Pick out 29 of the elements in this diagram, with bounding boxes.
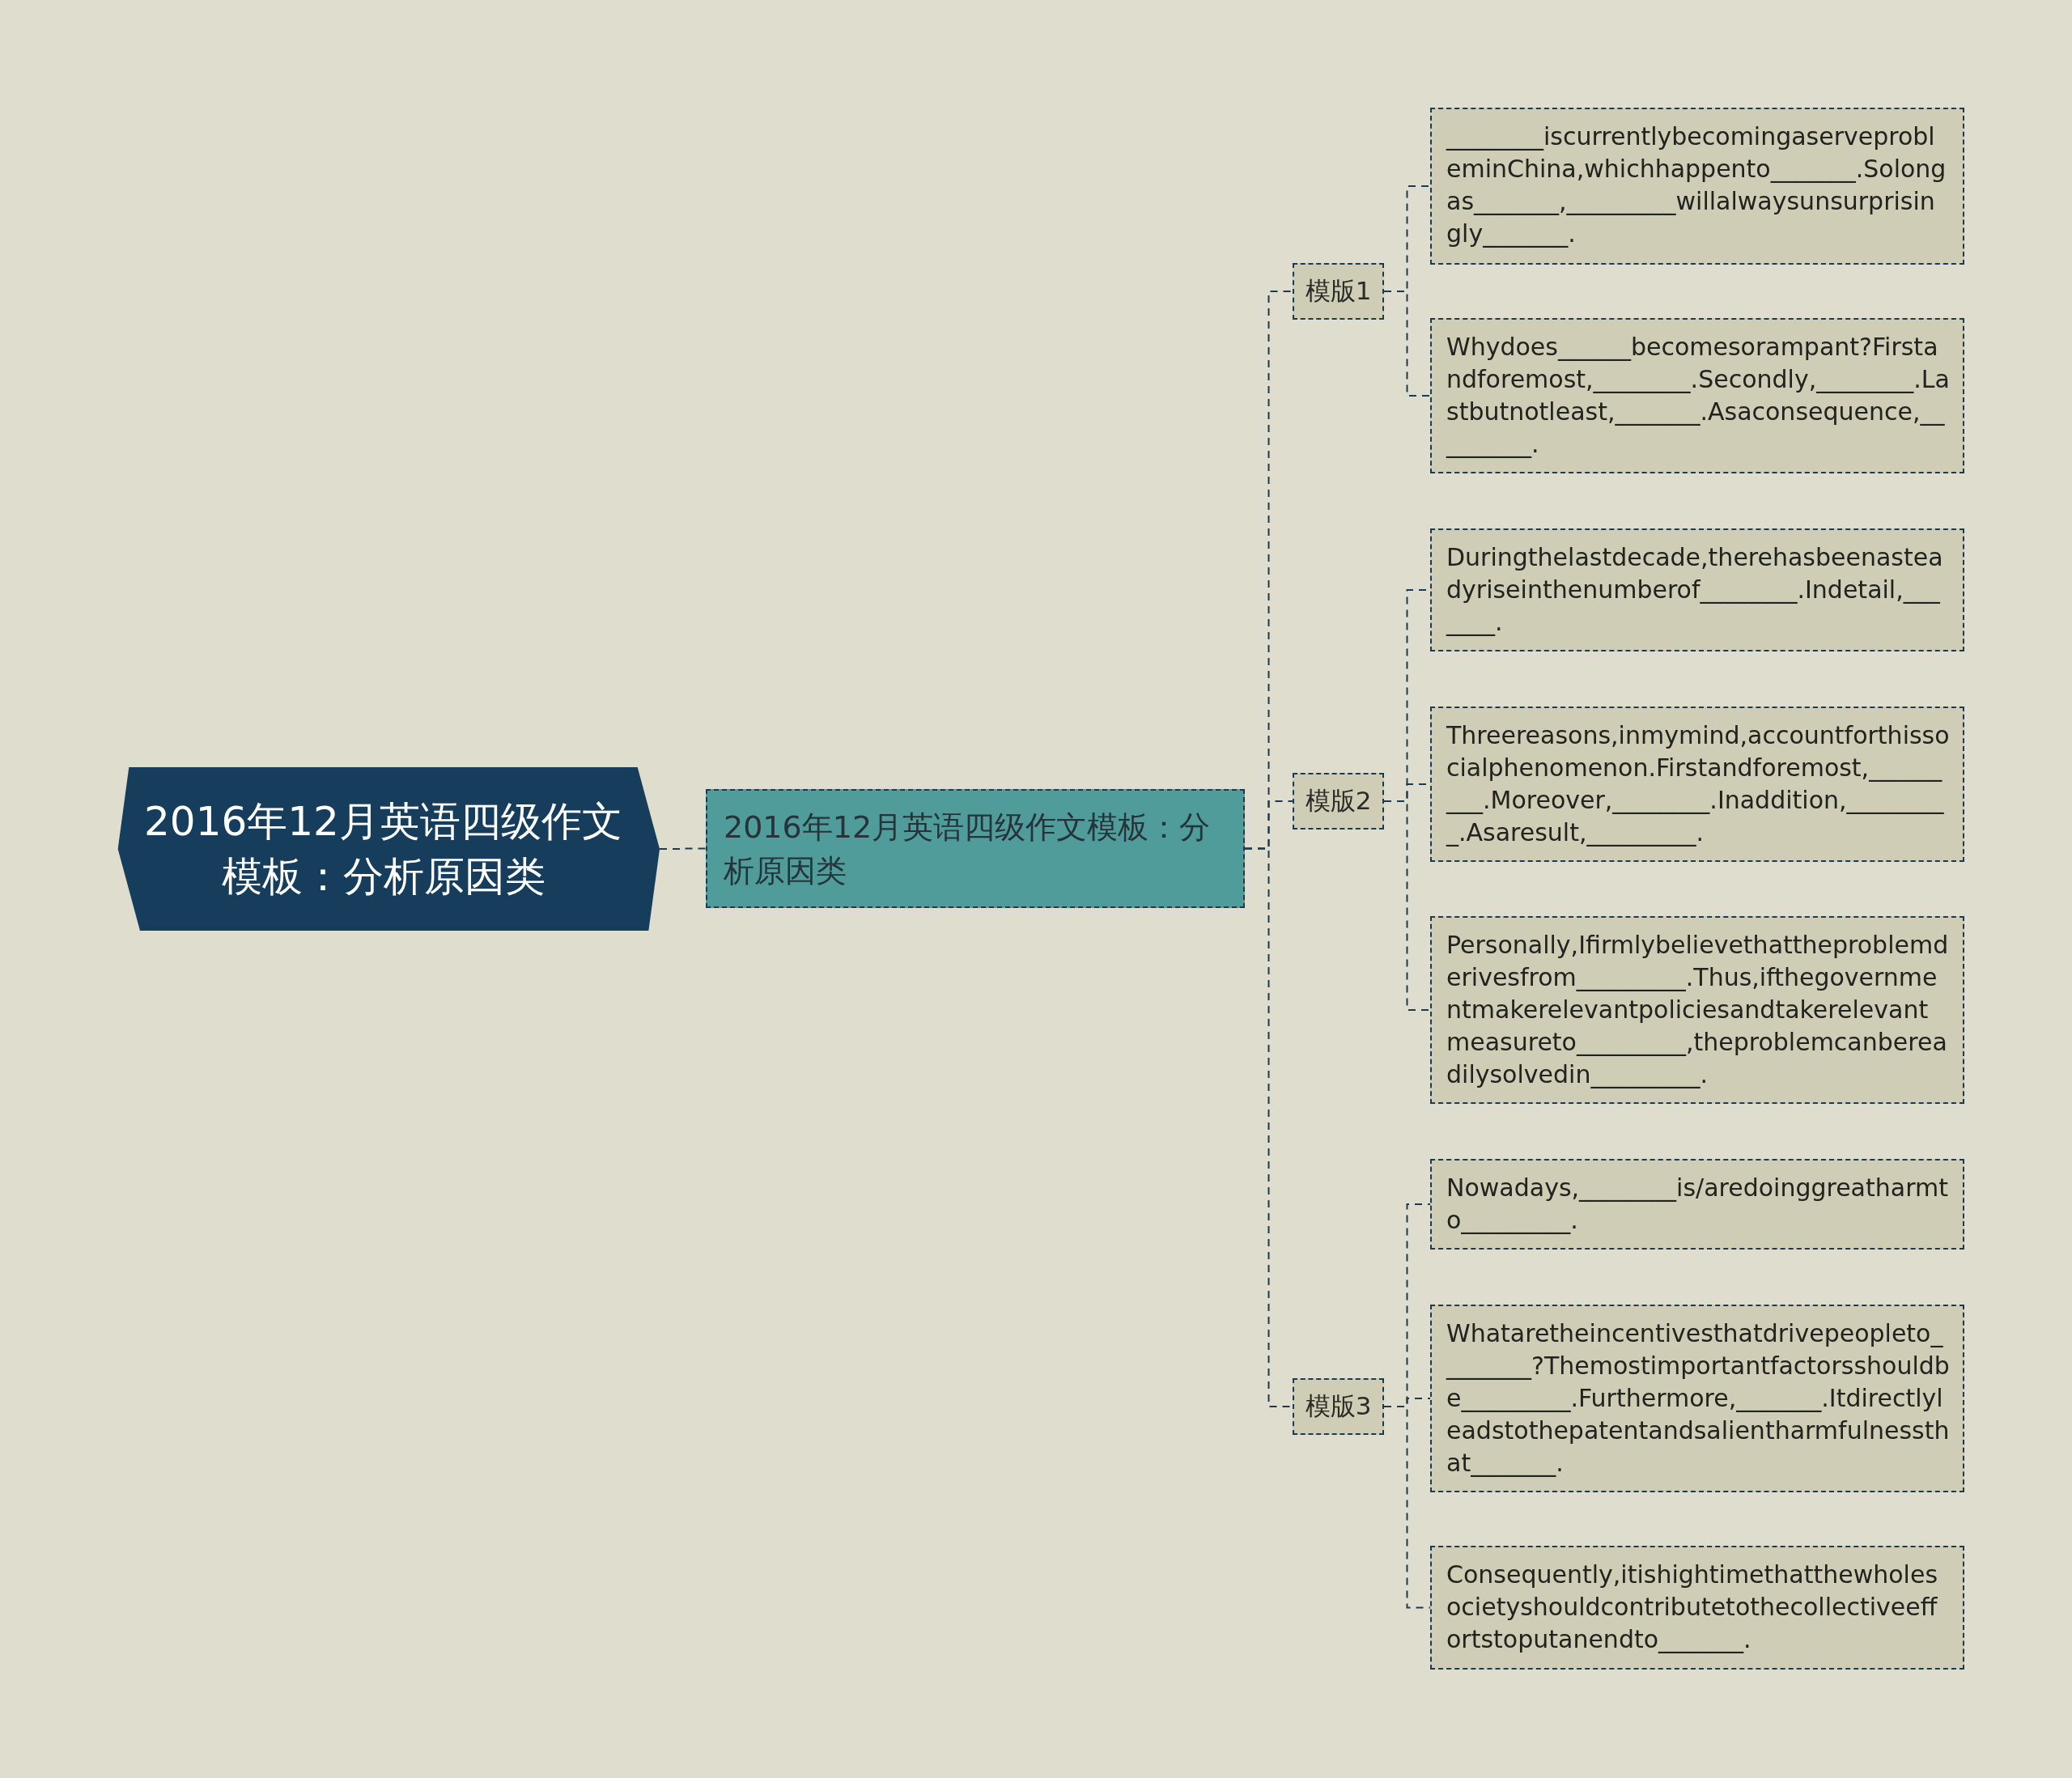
- branch-box: [1293, 263, 1384, 320]
- root-title: 2016年12月英语四级作文模板：分析原因类: [143, 797, 623, 902]
- template-text-box: [1430, 707, 1964, 862]
- template-text-box: [1430, 1159, 1964, 1250]
- template-text-box: [1430, 916, 1964, 1104]
- branch-box: [1293, 773, 1384, 830]
- template-text-box: [1430, 318, 1964, 473]
- template-sentence: Whataretheincentivesthatdrivepeopleto________?Themostimportantfactorsshouldbe_________.Furthermore,_______.Itdirectlyleadstothepatentandsalientharmfulnessthat_______.: [1446, 1318, 1950, 1479]
- connector-line: [1383, 800, 1431, 1011]
- template-text-box: [1430, 1546, 1964, 1670]
- template-sentence: Duringthelastdecade,therehasbeenasteadyriseinthenumberof________.Indetail,_______.: [1446, 542, 1944, 638]
- template-sentence: Consequently,itishightimethatthewholesocietyshouldcontributetothecollectiveeffortstoputanendto_______.: [1446, 1559, 1939, 1655]
- template-sentence: Threereasons,inmymind,accountforthissocialphenomenon.Firstandforemost,_________.Moreover,________.Inaddition,_________.Asaresult,_________.: [1446, 720, 1950, 848]
- template-sentence: ________iscurrentlybecomingaserveprobleminChina,whichhappento_______.Solongas_______,_________willalwaysunsurprisingly_______.: [1446, 121, 1947, 249]
- connector-line: [1383, 1406, 1431, 1609]
- template-sentence: Whydoes______becomesorampant?Firstandforemost,________.Secondly,________.Lastbutnotleast,_______.Asaconsequence,_________.: [1446, 332, 1950, 460]
- topic-box: [706, 789, 1245, 908]
- connector-line: [659, 847, 707, 850]
- branch-label: 模版3: [1305, 1390, 1372, 1422]
- template-text-box: [1430, 108, 1964, 265]
- branch-label: 模版1: [1305, 275, 1372, 307]
- template-text-box: [1430, 528, 1964, 651]
- template-text-box: [1430, 1305, 1964, 1492]
- branch-box: [1293, 1378, 1384, 1435]
- template-sentence: Personally,Ifirmlybelievethattheproblemderivesfrom_________.Thus,ifthegovernmentmakerelevantpoliciesandtakerelevantmeasureto_________,theproblemcanbereadilysolvedin_________.: [1446, 930, 1950, 1090]
- connector-line: [1383, 291, 1431, 397]
- template-sentence: Nowadays,________is/aredoinggreatharmto_________.: [1446, 1173, 1949, 1236]
- topic-text: 2016年12月英语四级作文模板：分析原因类: [724, 808, 1212, 890]
- branch-label: 模版2: [1305, 785, 1372, 817]
